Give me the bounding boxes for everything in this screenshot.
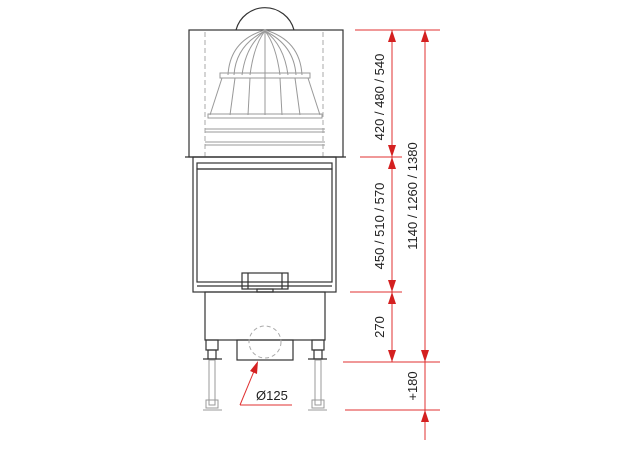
door-handle [241, 272, 289, 293]
flue-outlet [248, 325, 282, 359]
total-height-label: 1140 / 1260 / 1380 [405, 142, 420, 249]
base-height-label: 270 [372, 316, 387, 338]
firebox [192, 156, 337, 293]
dimension-lines [239, 29, 440, 440]
convection-hood [185, 7, 346, 158]
firebox-height-label: 450 / 510 / 570 [372, 183, 387, 270]
base-frame [203, 291, 327, 361]
leg-extension-label: +180 [405, 371, 420, 400]
flue-diameter-label: Ø125 [256, 388, 288, 403]
adjustable-legs [203, 359, 327, 411]
upper-height-label: 420 / 480 / 540 [372, 54, 387, 141]
